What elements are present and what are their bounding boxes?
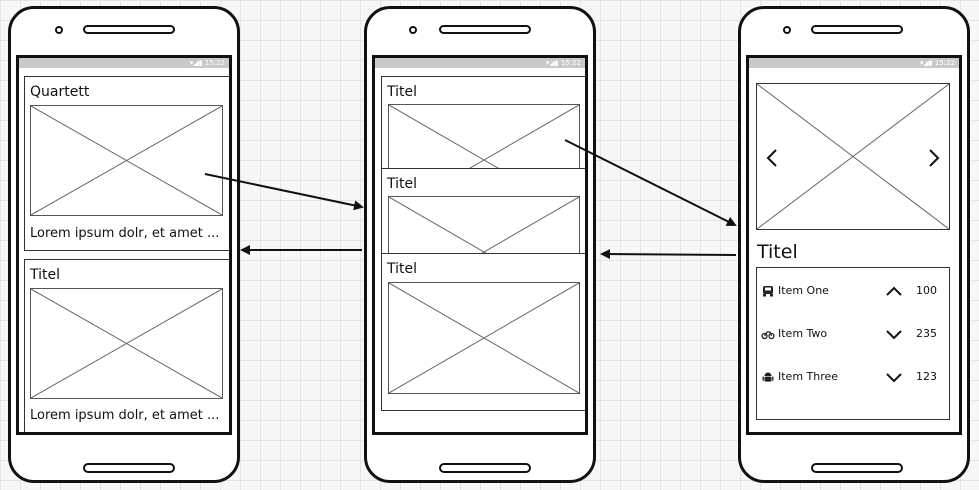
- status-bar: ▾◢▮ 15:22: [375, 58, 585, 68]
- item-label: Item Three: [778, 370, 839, 383]
- arrow-stack-to-detail: [564, 139, 737, 226]
- card-description: Lorem ipsum dolr, et amet ...: [30, 226, 220, 241]
- card-titel[interactable]: Titel Lorem ipsum dolr, et amet ...: [24, 259, 229, 432]
- home-button[interactable]: [83, 463, 175, 473]
- card-title: Titel: [387, 261, 418, 277]
- speaker-grille: [811, 25, 903, 34]
- chevron-down-icon[interactable]: [885, 327, 903, 341]
- card-title: Titel: [387, 176, 418, 192]
- status-bar: ▾◢▮ 15:22: [749, 58, 959, 68]
- status-icons: ▾◢▮ 15:22: [919, 59, 955, 67]
- image-placeholder: [30, 288, 223, 399]
- status-icons: ▾◢▮ 15:22: [545, 59, 581, 67]
- image-placeholder: [388, 282, 580, 394]
- status-bar: ▾◢▮ 15:22: [19, 58, 229, 68]
- item-value: 235: [916, 327, 937, 340]
- card-title: Titel: [387, 84, 418, 100]
- chevron-left-icon[interactable]: [765, 148, 779, 168]
- camera-icon: [409, 26, 417, 34]
- arrow-detail-to-stack: [600, 249, 737, 260]
- item-value: 100: [916, 284, 937, 297]
- detail-title: Titel: [757, 241, 798, 263]
- list-item[interactable]: Item Three 123: [761, 370, 945, 390]
- stats-list: Item One 100 Item Two 235 Item Three 123: [756, 267, 950, 420]
- bicycle-icon: [761, 331, 775, 340]
- image-carousel: [756, 83, 950, 230]
- home-button[interactable]: [439, 463, 531, 473]
- android-icon: [762, 372, 774, 382]
- card-quartett[interactable]: Quartett Lorem ipsum dolr, et amet ...: [24, 76, 229, 251]
- item-label: Item One: [778, 284, 829, 297]
- item-label: Item Two: [778, 327, 828, 340]
- card-title: Titel: [30, 267, 61, 283]
- list-item[interactable]: Item Two 235: [761, 327, 945, 347]
- item-value: 123: [916, 370, 937, 383]
- image-placeholder: [30, 105, 223, 216]
- speaker-grille: [83, 25, 175, 34]
- arrow-list-to-stack: [204, 173, 364, 211]
- car-icon: [763, 286, 773, 297]
- screen-stack: ▾◢▮ 15:22 Titel Titel Titel: [372, 55, 588, 435]
- card-description: Lorem ipsum dolr, et amet ...: [30, 408, 220, 423]
- status-icons: ▾◢▮ 15:22: [189, 59, 225, 67]
- list-item[interactable]: Item One 100: [761, 284, 945, 304]
- camera-icon: [783, 26, 791, 34]
- screen-list: ▾◢▮ 15:22 Quartett Lorem ipsum dolr, et …: [16, 55, 232, 435]
- chevron-down-icon[interactable]: [885, 370, 903, 384]
- speaker-grille: [439, 25, 531, 34]
- chevron-up-icon[interactable]: [885, 284, 903, 298]
- stack-card-3[interactable]: Titel: [381, 253, 585, 411]
- screen-detail: ▾◢▮ 15:22 Titel Item One 100 Item Two 23…: [746, 55, 962, 435]
- card-title: Quartett: [30, 84, 90, 100]
- camera-icon: [55, 26, 63, 34]
- home-button[interactable]: [811, 463, 903, 473]
- chevron-right-icon[interactable]: [927, 148, 941, 168]
